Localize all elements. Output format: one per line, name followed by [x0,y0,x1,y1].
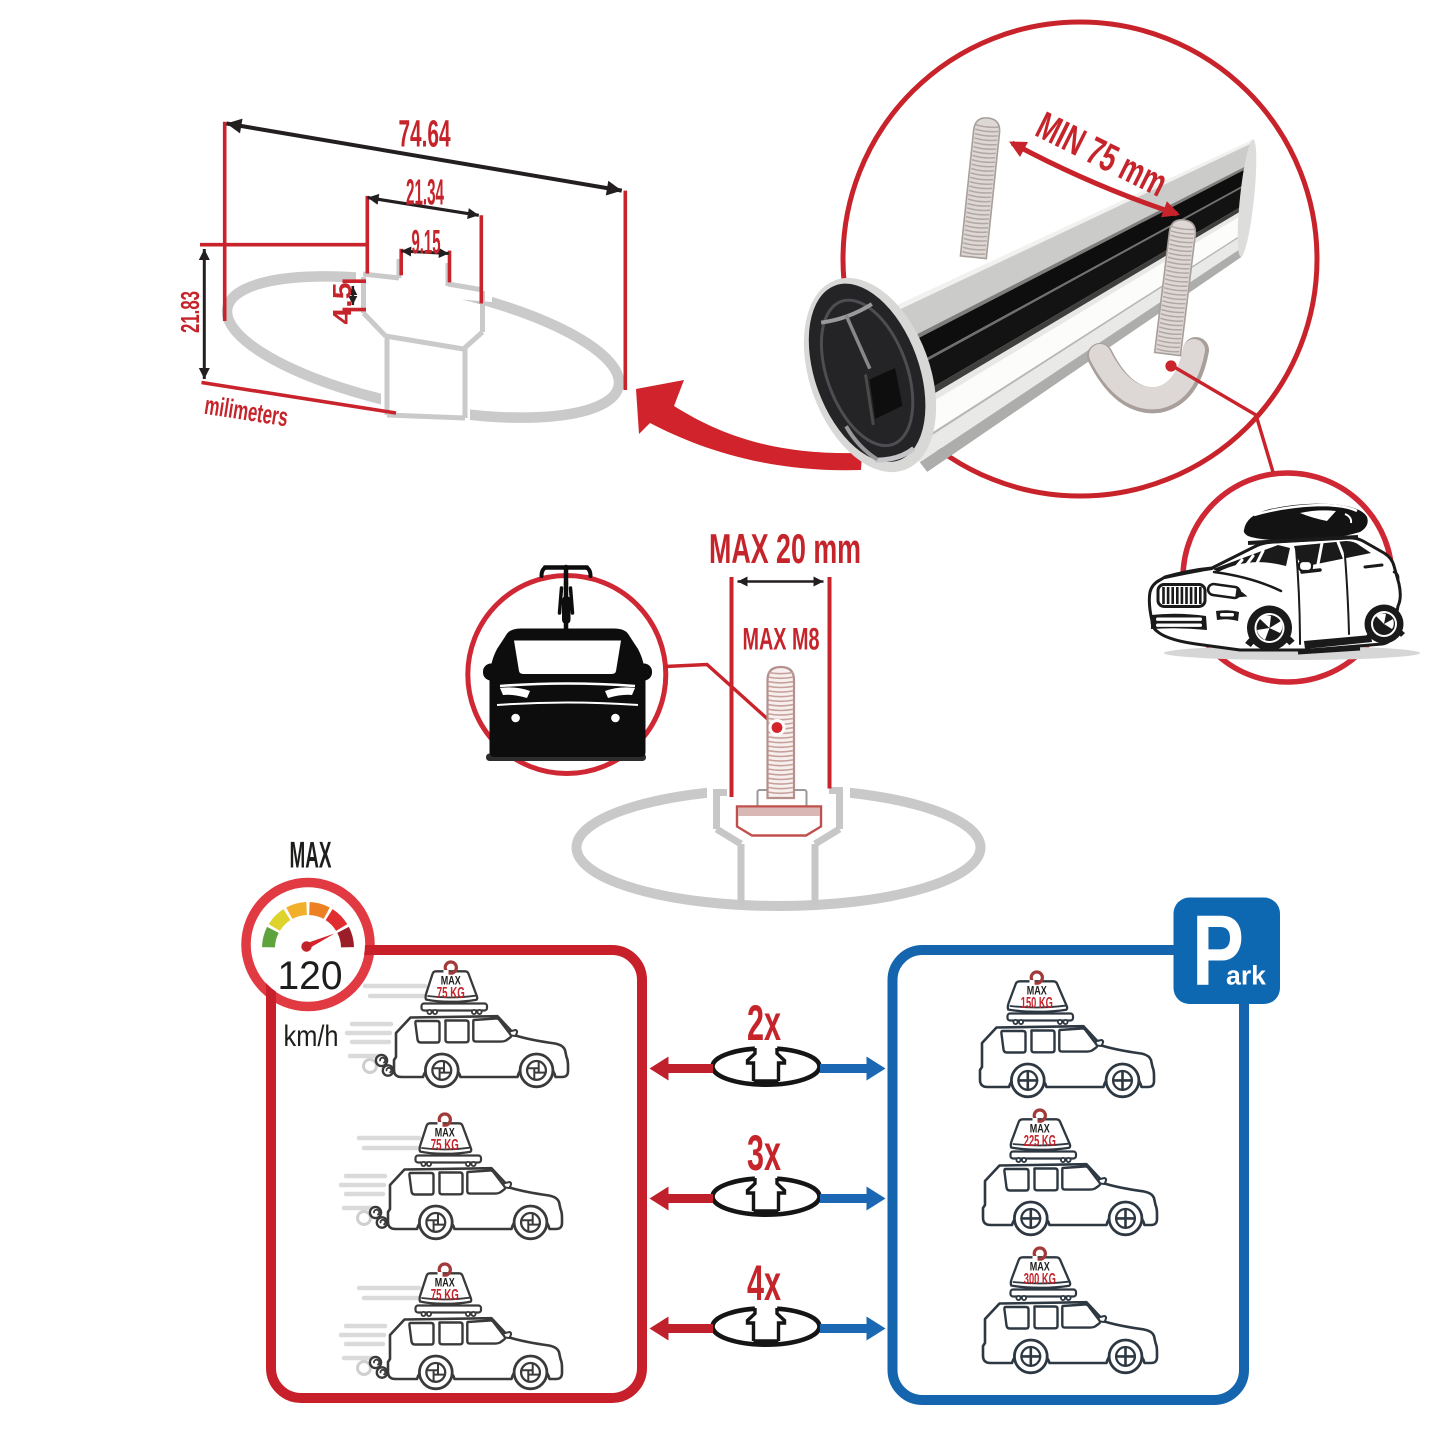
svg-text:MAX: MAX [435,1126,455,1140]
svg-text:74.64: 74.64 [399,114,451,156]
svg-text:km/h: km/h [284,1020,339,1053]
svg-text:MAX: MAX [1030,1260,1050,1274]
svg-text:ark: ark [1226,961,1267,991]
svg-text:MAX 20 mm: MAX 20 mm [709,525,861,572]
svg-text:3x: 3x [747,1125,781,1181]
svg-text:120: 120 [278,954,343,998]
svg-text:21.34: 21.34 [406,171,444,212]
svg-text:21.83: 21.83 [175,291,205,333]
svg-text:P: P [1192,895,1244,1007]
svg-text:MAX M8: MAX M8 [743,621,820,657]
svg-text:4x: 4x [747,1255,781,1311]
svg-text:2x: 2x [747,995,781,1051]
svg-text:4.5: 4.5 [327,283,357,325]
svg-text:MAX: MAX [435,1276,455,1290]
svg-text:75 KG: 75 KG [431,1137,459,1154]
svg-text:300 KG: 300 KG [1024,1271,1056,1288]
svg-text:225 KG: 225 KG [1024,1133,1056,1150]
svg-text:150 KG: 150 KG [1021,995,1053,1012]
svg-text:MAX: MAX [1030,1122,1050,1136]
svg-text:75 KG: 75 KG [437,985,465,1002]
svg-text:9.15: 9.15 [412,223,441,261]
svg-text:MAX: MAX [290,835,332,876]
svg-text:MAX: MAX [1027,984,1047,998]
svg-text:75 KG: 75 KG [431,1287,459,1304]
svg-text:MAX: MAX [441,974,461,988]
